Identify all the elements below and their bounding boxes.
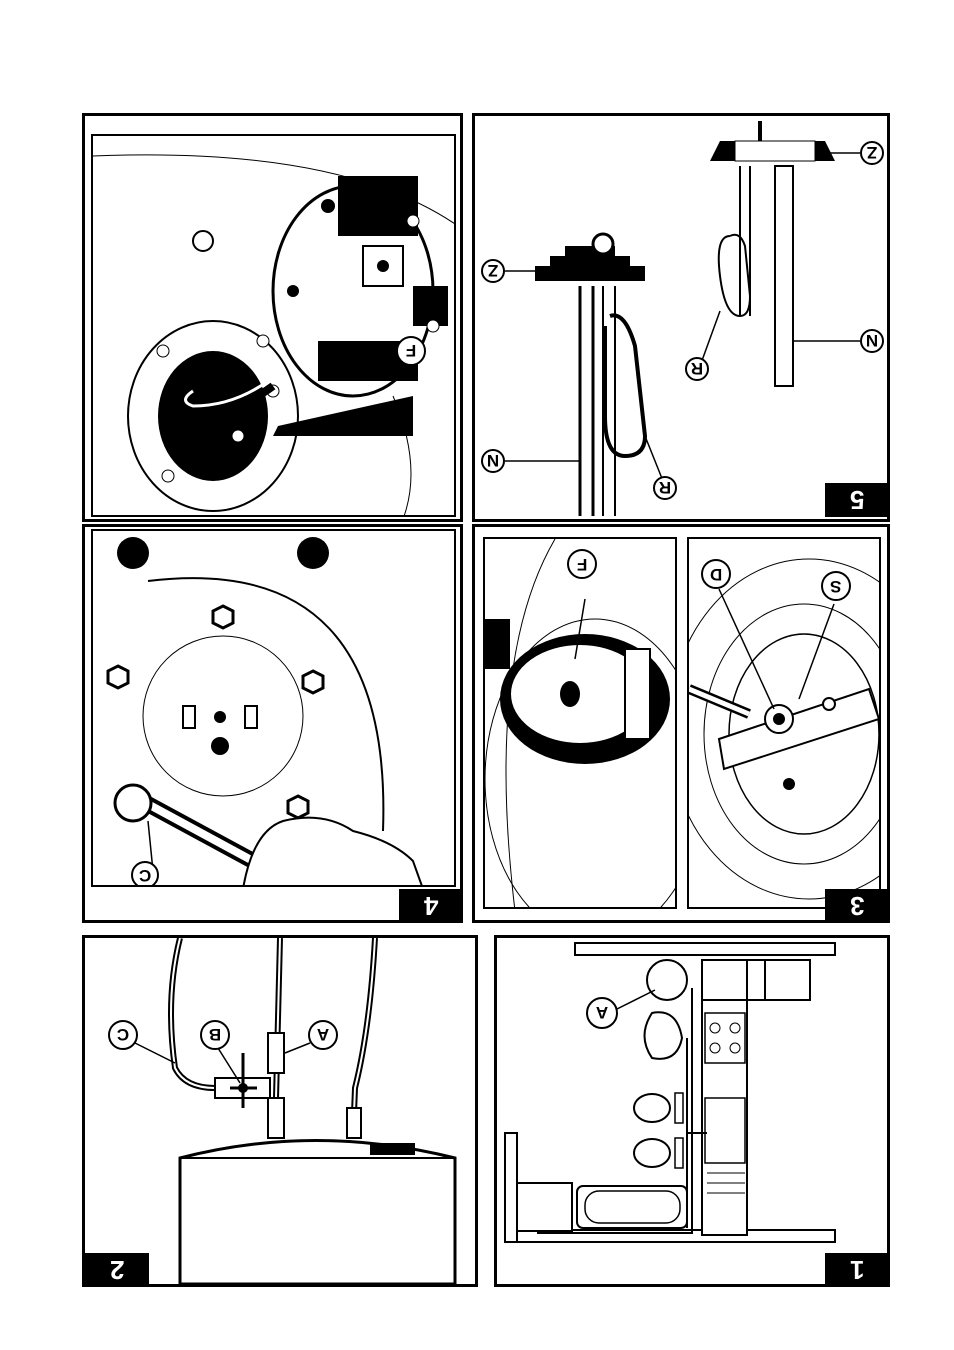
label-f: F [406,341,416,360]
panel-3-right-frame: D S [687,537,881,909]
panel-4-flange-nuts: C 4 [82,524,463,923]
label-n-right: N [866,331,878,350]
label-c-panel2: C [117,1025,129,1044]
label-z-right: Z [867,143,877,162]
panel-heating-element-removal: F [82,113,463,522]
panel-3-left-frame: F [483,537,677,909]
floor-plan-drawing: A [497,938,887,1284]
panel-1-number: 1 [825,1253,889,1287]
label-r-left: R [659,478,671,497]
label-z-left: Z [488,261,498,280]
label-a-panel1: A [596,1003,608,1022]
flange-f-drawing [485,539,677,909]
panel-2-number: 2 [85,1253,149,1287]
panel-1-floor-plan: A 1 [494,935,890,1287]
heating-elements-drawing: Z N R Z N R [475,116,887,519]
label-c: C [139,863,151,887]
panel-4-number: 4 [399,889,463,923]
label-d: D [710,561,722,587]
panel-3-number: 3 [825,889,889,923]
label-f-circle: F [567,549,597,579]
flange-nuts-drawing [93,531,456,887]
panel-4-frame: C [91,529,456,887]
label-r-right: R [691,359,703,378]
label-d-circle: D [701,559,731,589]
thermostat-d-s-drawing [689,539,881,909]
label-s-circle: S [821,571,851,601]
label-s: S [830,573,841,599]
panel-5-heating-elements: Z N R Z N R 5 [472,113,890,522]
label-a-panel2: A [317,1025,329,1044]
tank-connections-drawing: C B A [85,938,475,1284]
label-b-panel2: B [209,1025,221,1044]
label-c-circle: C [131,861,159,887]
label-f-panel3: F [577,551,587,577]
panel-3-thermostat: F D S 3 [472,524,890,923]
panel-5-number: 5 [825,483,889,517]
heating-element-removal-drawing: F [93,136,456,517]
label-n-left: N [487,451,499,470]
panel-heating-element-removal-frame: F [91,134,456,517]
panel-2-tank-connections: C B A 2 [82,935,478,1287]
